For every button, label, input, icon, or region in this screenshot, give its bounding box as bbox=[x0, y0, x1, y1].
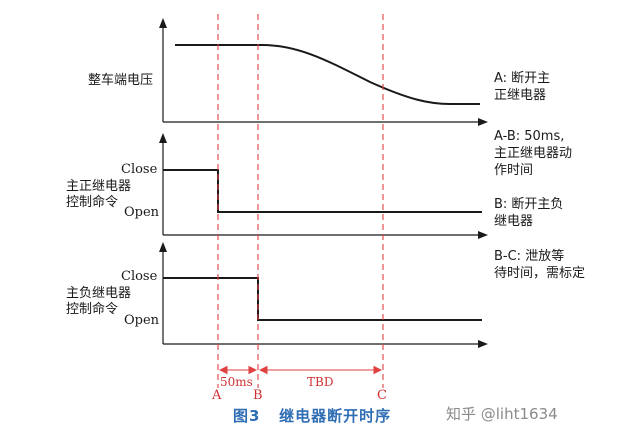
note-b-line2: 继电器 bbox=[494, 214, 534, 229]
neg-relay-axis-label-line1: 主负继电器 bbox=[66, 286, 132, 301]
pos-relay-signal bbox=[163, 169, 482, 213]
figure-number: 图3 bbox=[233, 407, 261, 425]
pos-relay-axis-label-line1: 主正继电器 bbox=[66, 179, 132, 194]
note-bc: B-C: 泄放等 待时间，需标定 bbox=[494, 248, 624, 282]
pos-relay-close-level: Close bbox=[121, 162, 158, 177]
marker-c-label: C bbox=[377, 388, 387, 403]
note-ab-line2: 主正继电器动 bbox=[494, 146, 573, 161]
pos-relay-panel bbox=[159, 133, 488, 239]
neg-relay-close-level: Close bbox=[121, 269, 158, 284]
note-bc-line1: B-C: 泄放等 bbox=[494, 249, 565, 264]
pos-relay-x-axis-arrow bbox=[478, 231, 488, 239]
note-b: B: 断开主负 继电器 bbox=[494, 196, 624, 230]
marker-a-label: A bbox=[212, 388, 222, 403]
note-ab: A-B: 50ms, 主正继电器动 作时间 bbox=[494, 128, 624, 179]
note-ab-line3: 作时间 bbox=[494, 163, 534, 178]
interval-bc-label: TBD bbox=[307, 375, 334, 389]
note-b-line1: B: 断开主负 bbox=[494, 197, 564, 212]
interval-ab-label: 50ms bbox=[220, 375, 253, 389]
neg-relay-panel bbox=[159, 242, 488, 348]
note-ab-line1: A-B: 50ms, bbox=[494, 129, 565, 144]
pos-relay-open-level: Open bbox=[124, 205, 160, 220]
voltage-axis-label: 整车端电压 bbox=[88, 73, 154, 88]
neg-relay-x-axis-arrow bbox=[478, 340, 488, 348]
marker-b-label: B bbox=[253, 388, 263, 403]
note-a: A: 断开主 正继电器 bbox=[494, 70, 624, 104]
neg-relay-signal bbox=[163, 277, 482, 321]
figure-title: 继电器断开时序 bbox=[279, 407, 392, 425]
figure-caption: 图3 继电器断开时序 bbox=[233, 405, 391, 426]
voltage-curve bbox=[175, 44, 480, 105]
neg-relay-axis-label-line2: 控制命令 bbox=[66, 302, 119, 317]
note-bc-line2: 待时间，需标定 bbox=[494, 266, 586, 281]
note-a-line1: A: 断开主 bbox=[494, 71, 551, 86]
neg-relay-open-level: Open bbox=[124, 313, 160, 328]
voltage-y-axis-arrow bbox=[159, 18, 167, 28]
neg-relay-y-axis-arrow bbox=[159, 242, 167, 252]
voltage-panel bbox=[159, 18, 488, 126]
watermark: 知乎 @liht1634 bbox=[446, 405, 558, 423]
note-a-line2: 正继电器 bbox=[494, 88, 547, 103]
voltage-x-axis-arrow bbox=[478, 118, 488, 126]
pos-relay-axis-label-line2: 控制命令 bbox=[66, 195, 119, 210]
pos-relay-y-axis-arrow bbox=[159, 133, 167, 143]
